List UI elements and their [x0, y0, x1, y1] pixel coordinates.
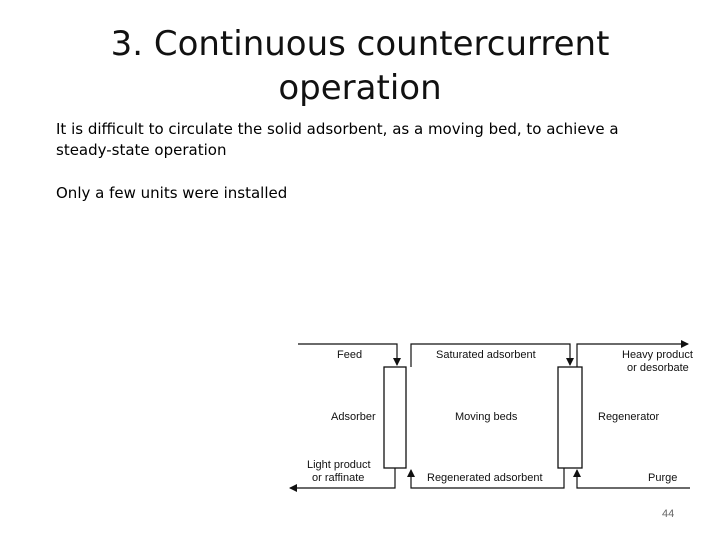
body-paragraph-2: Only a few units were installed — [56, 184, 288, 202]
page-number: 44 — [662, 508, 675, 520]
feed-label: Feed — [337, 349, 362, 361]
regenerator-label: Regenerator — [598, 411, 659, 423]
slide-title-line-2: operation — [278, 68, 442, 108]
purge-line — [573, 469, 690, 489]
feed-line — [298, 343, 401, 366]
purge-label: Purge — [648, 472, 677, 484]
body-paragraph-1: It is difficult to circulate the solid a… — [56, 120, 619, 159]
saturated-adsorbent-line — [410, 343, 574, 367]
moving-beds-label: Moving beds — [455, 411, 518, 423]
adsorber-column — [383, 366, 407, 469]
regenerator-column — [557, 366, 583, 469]
slide-body: It is difficult to circulate the solid a… — [56, 119, 676, 204]
heavy-product-label-2: or desorbate — [627, 362, 689, 374]
light-product-label-1: Light product — [307, 459, 371, 471]
regenerated-adsorbent-line — [407, 468, 565, 489]
light-product-line — [289, 468, 396, 492]
slide-title-line-1: 3. Continuous countercurrent — [110, 24, 610, 64]
regenerated-adsorbent-label: Regenerated adsorbent — [427, 472, 543, 484]
adsorber-label: Adsorber — [331, 411, 376, 423]
heavy-product-line — [576, 340, 689, 367]
slide-title: 3. Continuous countercurrent operation — [0, 22, 720, 110]
heavy-product-label-1: Heavy product — [622, 349, 693, 361]
saturated-adsorbent-label: Saturated adsorbent — [436, 349, 536, 361]
light-product-label-2: or raffinate — [312, 472, 364, 484]
